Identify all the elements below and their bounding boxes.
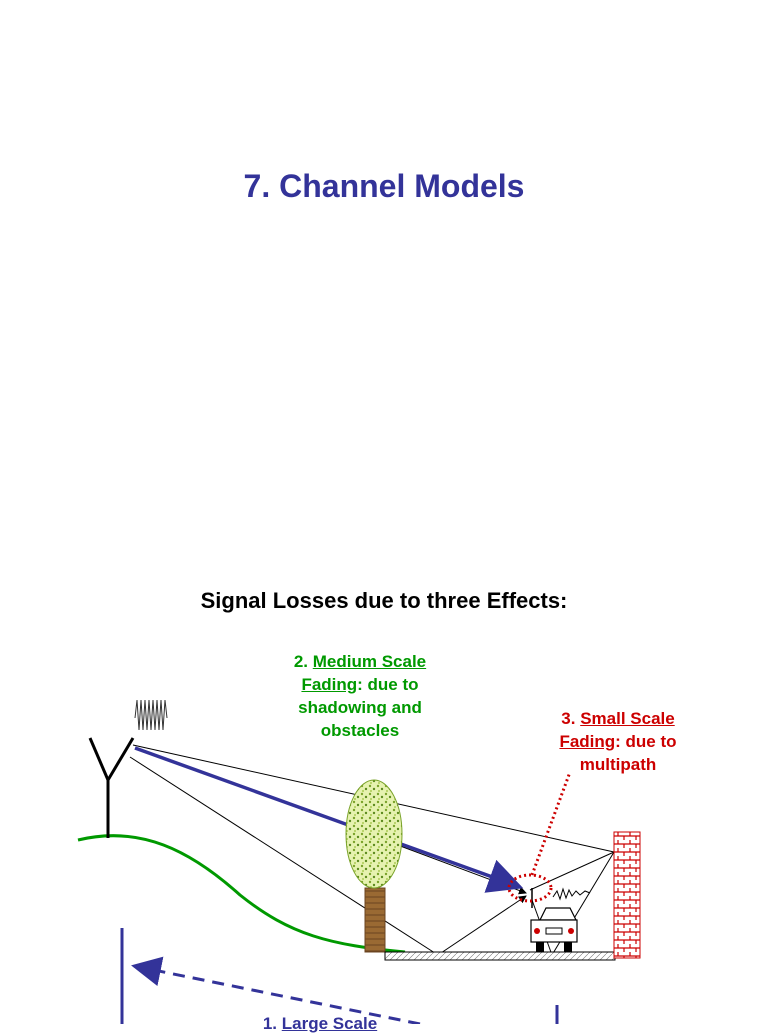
car-icon [530,888,578,952]
small-number: 3. [561,709,576,728]
small-scale-fading-label: 3. Small Scale Fading: due to multipath [518,707,718,776]
multipath-highlight-circle [507,873,553,903]
small-line3: multipath [579,755,657,774]
tree-canopy [345,779,403,889]
small-term-line2: Fading [559,732,616,751]
medium-scale-fading-label: 2. Medium Scale Fading: due to shadowing… [260,650,460,742]
tree-icon [345,779,403,953]
medium-rest-line2: : due to [357,675,419,694]
slide-title: 7. Channel Models [243,168,525,204]
direct-path-arrow [134,746,524,893]
medium-number: 2. [293,652,309,671]
antenna-icon [88,737,135,838]
tree-trunk [364,887,386,953]
medium-term-line1: Medium Scale [312,652,427,671]
medium-line4: obstacles [320,721,400,740]
brick-wall [613,831,641,959]
large-scale-dashed-arrow [131,956,421,1024]
medium-term-line2: Fading [301,675,358,694]
signal-wave-icon [134,699,168,731]
small-term-line1: Small Scale [580,709,675,728]
path-wall-to-car [529,851,615,891]
hill-curve [77,834,406,954]
path-ground-to-car [437,895,527,956]
path-to-ground [129,756,439,956]
received-signal-icon [552,887,591,901]
section-heading: Signal Losses due to three Effects: [200,588,568,613]
multipath-pointer [530,771,572,876]
medium-line3: shadowing and [298,698,422,717]
small-rest-line2: : due to [615,732,677,751]
ground-strip [384,951,616,961]
